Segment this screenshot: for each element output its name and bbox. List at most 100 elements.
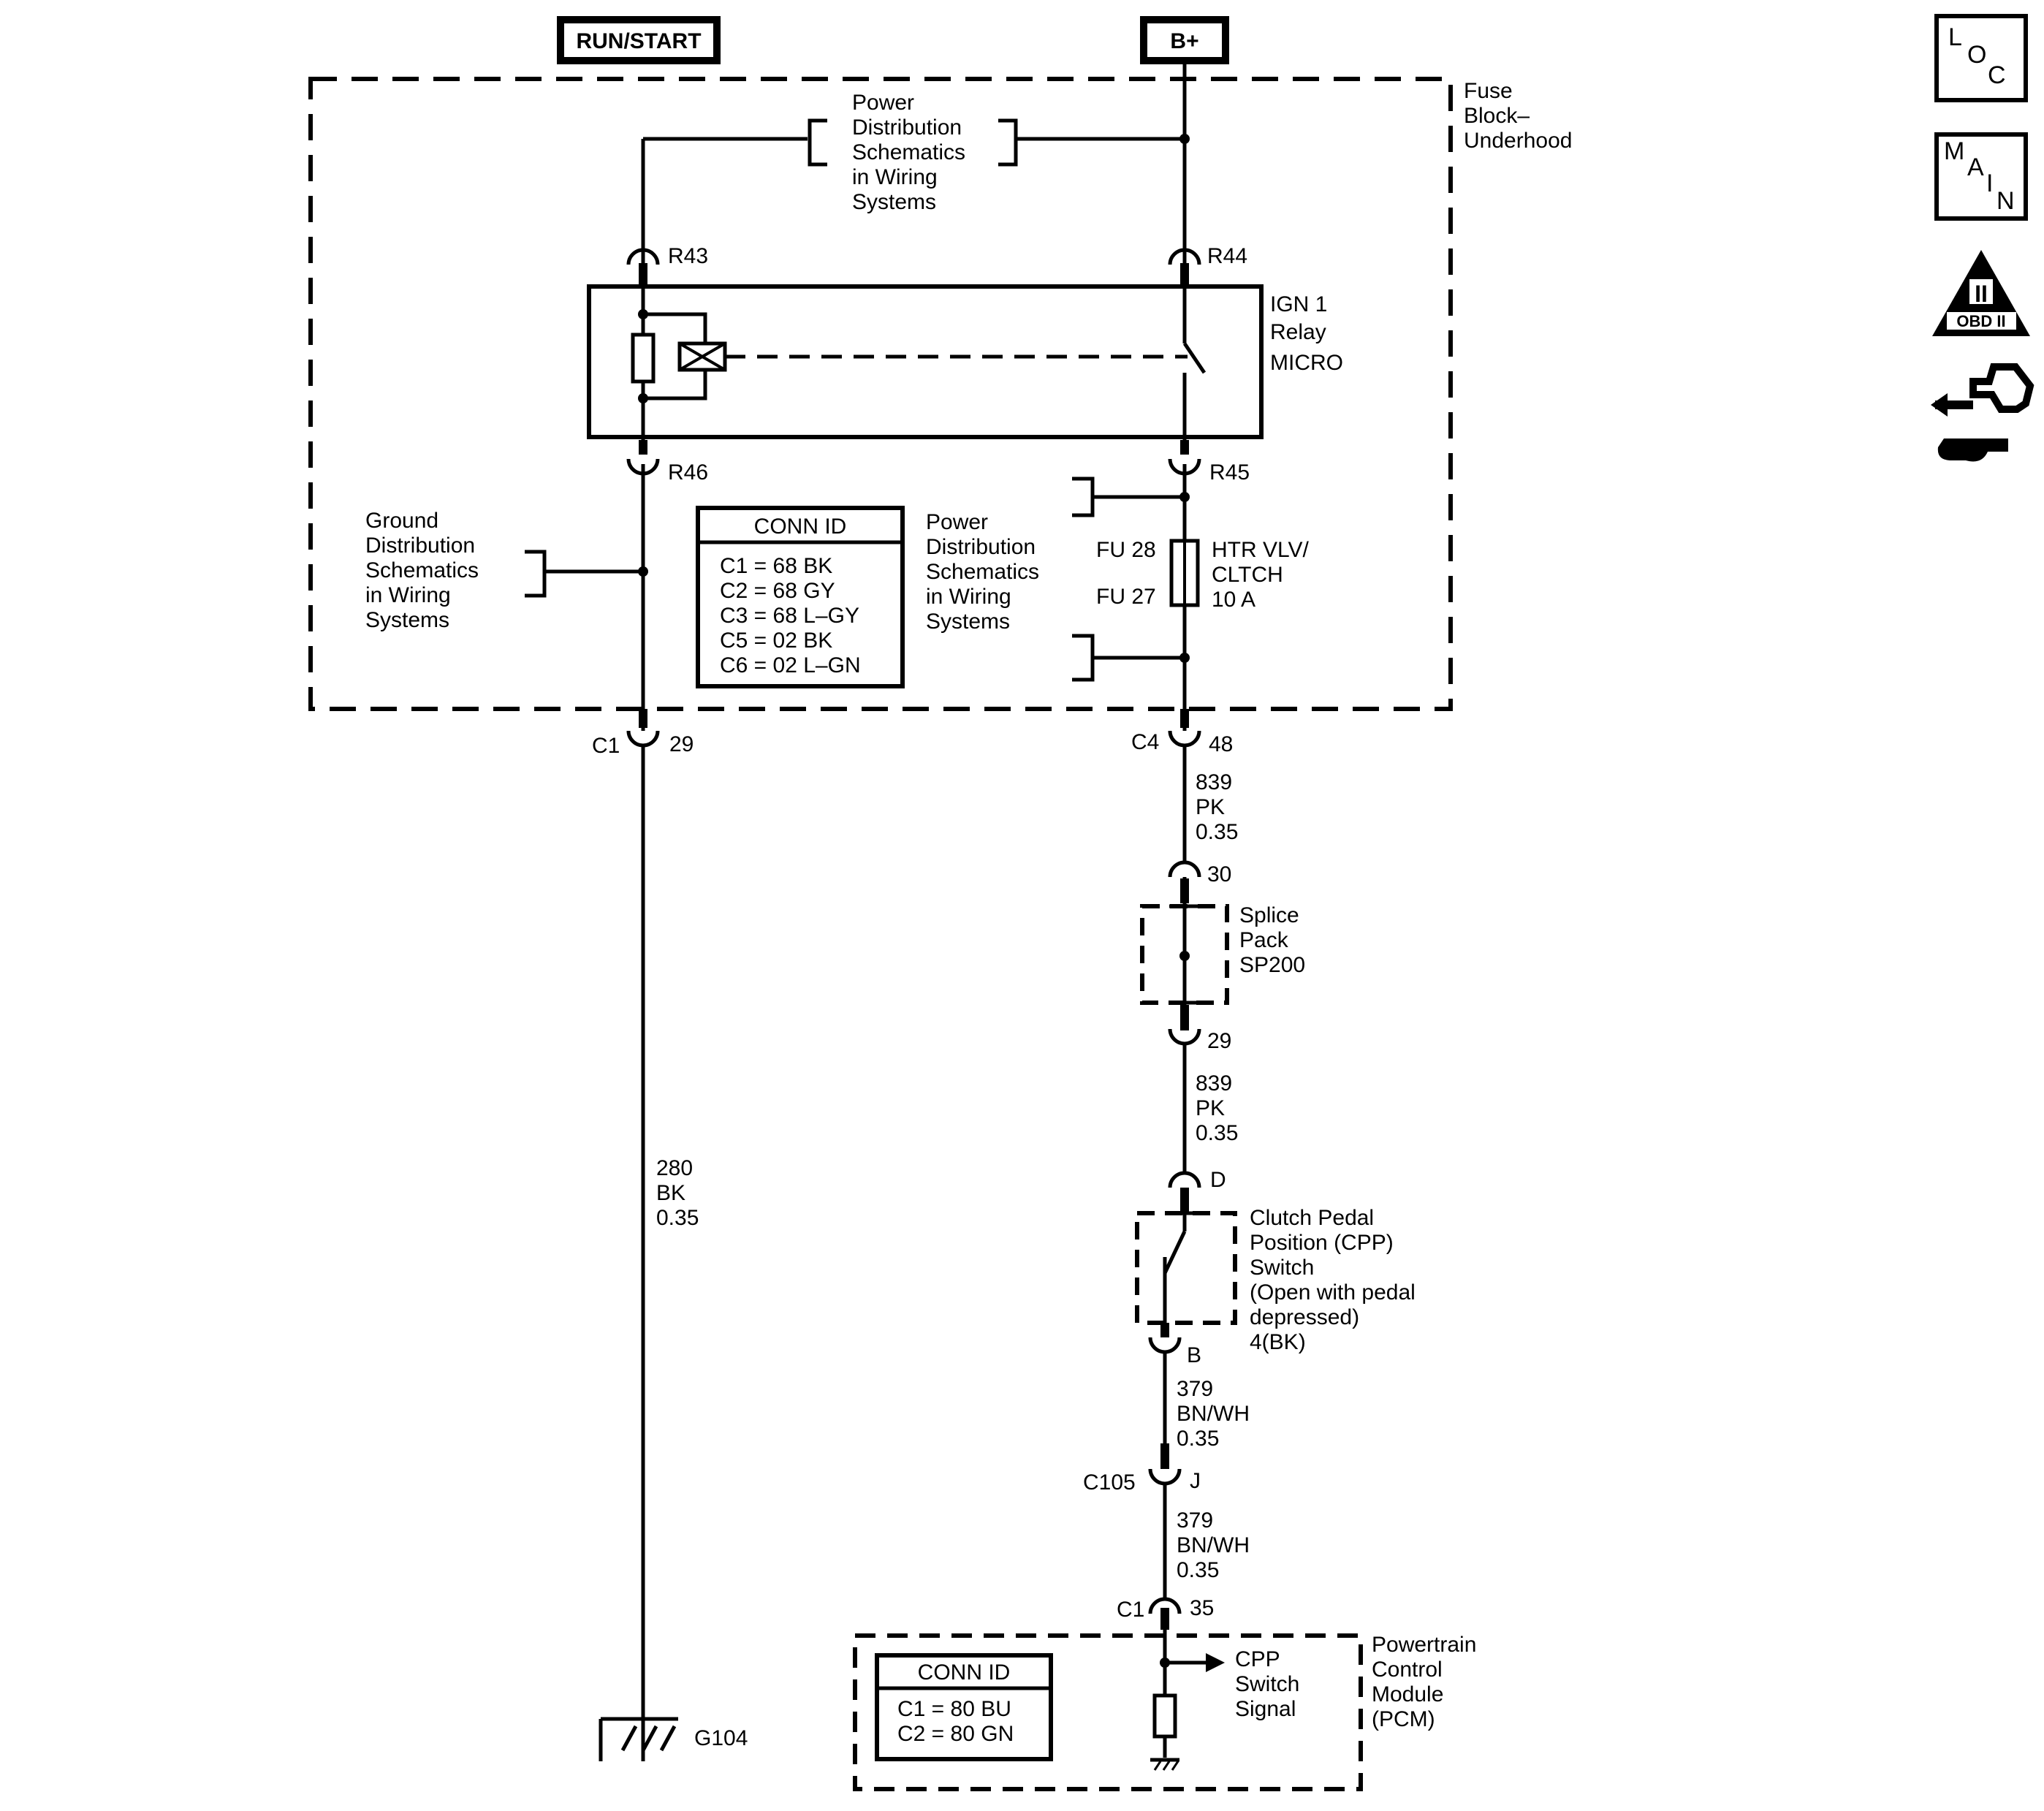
svg-text:I: I	[1986, 170, 1993, 197]
fuse-block-outline	[308, 77, 1453, 711]
svg-text:Relay: Relay	[1270, 320, 1326, 344]
left-wire-label: 280 BK 0.35	[656, 1156, 699, 1230]
svg-text:Schematics: Schematics	[926, 560, 1039, 584]
right-conn-c4: C4	[1131, 730, 1159, 754]
svg-text:Schematics: Schematics	[365, 558, 479, 582]
svg-text:HTR VLV/: HTR VLV/	[1212, 538, 1309, 562]
svg-text:Clutch Pedal: Clutch Pedal	[1250, 1206, 1374, 1230]
svg-text:Block–: Block–	[1464, 104, 1530, 128]
left-conn-c1: C1	[592, 734, 620, 758]
svg-text:M: M	[1944, 137, 1964, 165]
svg-text:CONN ID: CONN ID	[754, 515, 847, 539]
ground-ref: Ground Distribution Schematics in Wiring…	[365, 509, 547, 632]
svg-text:0.35: 0.35	[656, 1206, 699, 1230]
connector-arcs	[626, 248, 1201, 1614]
svg-text:0.35: 0.35	[1177, 1558, 1219, 1582]
terminal-r45: R45	[1209, 460, 1250, 485]
svg-text:Position (CPP): Position (CPP)	[1250, 1231, 1394, 1255]
svg-text:in Wiring: in Wiring	[365, 583, 451, 607]
conn-c105: C105	[1083, 1470, 1136, 1495]
svg-text:II: II	[1975, 281, 1988, 307]
svg-text:C1 = 80 BU: C1 = 80 BU	[897, 1697, 1011, 1721]
svg-text:0.35: 0.35	[1196, 1121, 1238, 1145]
svg-text:C2 = 80 GN: C2 = 80 GN	[897, 1722, 1014, 1746]
loc-icon[interactable]: L O C	[1934, 14, 2028, 102]
terminal-r43: R43	[668, 244, 708, 268]
b-plus-label: B+	[1170, 29, 1198, 53]
svg-text:Fuse: Fuse	[1464, 79, 1513, 103]
right-pin-d: D	[1210, 1168, 1226, 1192]
svg-text:L: L	[1948, 23, 1962, 51]
terminal-r46: R46	[668, 460, 708, 485]
svg-text:BK: BK	[656, 1181, 685, 1205]
svg-text:839: 839	[1196, 770, 1232, 794]
svg-text:O: O	[1967, 41, 1986, 69]
svg-text:C2 = 68 GY: C2 = 68 GY	[720, 579, 835, 603]
terminal-r44: R44	[1207, 244, 1247, 268]
svg-text:C6 = 02 L–GN: C6 = 02 L–GN	[720, 653, 861, 677]
right-wire-label-4: 379 BN/WH 0.35	[1177, 1508, 1250, 1582]
svg-text:Systems: Systems	[365, 608, 449, 632]
ground-g104	[599, 1717, 678, 1761]
svg-text:OBD II: OBD II	[1956, 312, 2005, 330]
left-pin-29: 29	[669, 732, 694, 756]
svg-text:Systems: Systems	[852, 190, 936, 214]
svg-text:Switch: Switch	[1250, 1256, 1314, 1280]
svg-text:Switch: Switch	[1235, 1672, 1299, 1696]
connector-stubs	[639, 263, 1189, 1630]
svg-text:BN/WH: BN/WH	[1177, 1533, 1250, 1557]
b-plus-source: B+	[1140, 16, 1229, 64]
svg-text:(Open with pedal: (Open with pedal	[1250, 1280, 1416, 1305]
right-wire-label-2: 839 PK 0.35	[1196, 1071, 1238, 1145]
fuse-block-conn-id: CONN ID C1 = 68 BK C2 = 68 GY C3 = 68 L–…	[696, 506, 905, 688]
splice-pack-sp200: Splice Pack SP200	[1140, 903, 1305, 1005]
power-ref-top: Power Distribution Schematics in Wiring …	[808, 91, 1018, 214]
svg-text:Ground: Ground	[365, 509, 438, 533]
svg-text:FU 27: FU 27	[1096, 585, 1156, 609]
svg-text:Signal: Signal	[1235, 1697, 1296, 1721]
svg-text:C: C	[1988, 61, 2006, 89]
svg-text:(PCM): (PCM)	[1372, 1707, 1435, 1731]
svg-text:Power: Power	[852, 91, 914, 115]
right-pin-30: 30	[1207, 862, 1231, 886]
svg-text:0.35: 0.35	[1196, 820, 1238, 844]
svg-text:FU 28: FU 28	[1096, 538, 1156, 562]
svg-text:depressed): depressed)	[1250, 1305, 1359, 1329]
svg-text:379: 379	[1177, 1508, 1213, 1533]
right-wire-label-3: 379 BN/WH 0.35	[1177, 1377, 1250, 1451]
svg-text:MICRO: MICRO	[1270, 351, 1343, 375]
fuse-block-title: Fuse Block– Underhood	[1464, 79, 1572, 153]
svg-text:CPP: CPP	[1235, 1647, 1280, 1671]
run-start-source: RUN/START	[557, 16, 721, 64]
run-start-label: RUN/START	[576, 29, 701, 53]
right-pin-29: 29	[1207, 1029, 1231, 1053]
svg-text:C1 = 68 BK: C1 = 68 BK	[720, 554, 832, 578]
svg-text:Module: Module	[1372, 1682, 1443, 1706]
svg-text:Splice: Splice	[1239, 903, 1299, 927]
right-pin-j: J	[1190, 1469, 1201, 1493]
power-ref-mid: Power Distribution Schematics in Wiring …	[926, 477, 1095, 682]
svg-text:BN/WH: BN/WH	[1177, 1402, 1250, 1426]
svg-text:Distribution: Distribution	[852, 115, 962, 140]
cpp-switch: Clutch Pedal Position (CPP) Switch (Open…	[1135, 1206, 1416, 1354]
svg-text:0.35: 0.35	[1177, 1427, 1219, 1451]
pcm-conn-id: CONN ID C1 = 80 BU C2 = 80 GN	[875, 1653, 1053, 1761]
svg-text:PK: PK	[1196, 1096, 1225, 1120]
right-pin-48: 48	[1209, 732, 1233, 756]
main-icon[interactable]: M A I N	[1934, 132, 2028, 221]
right-pin-35: 35	[1190, 1596, 1214, 1620]
svg-text:280: 280	[656, 1156, 693, 1180]
right-pin-b: B	[1187, 1343, 1201, 1367]
svg-text:C3 = 68 L–GY: C3 = 68 L–GY	[720, 604, 859, 628]
right-conn-c1: C1	[1117, 1598, 1144, 1622]
svg-text:N: N	[1996, 187, 2015, 215]
wires	[544, 64, 1187, 1761]
svg-text:Schematics: Schematics	[852, 140, 965, 164]
right-wire-label-1: 839 PK 0.35	[1196, 770, 1238, 844]
connector-diagnostic-icon[interactable]	[1931, 363, 2034, 462]
ground-g104-label: G104	[694, 1726, 748, 1750]
obd-ii-icon[interactable]: II OBD II	[1932, 250, 2030, 336]
pcm-module: Powertrain Control Module (PCM) CPP Swit…	[853, 1633, 1476, 1791]
svg-text:4(BK): 4(BK)	[1250, 1330, 1306, 1354]
